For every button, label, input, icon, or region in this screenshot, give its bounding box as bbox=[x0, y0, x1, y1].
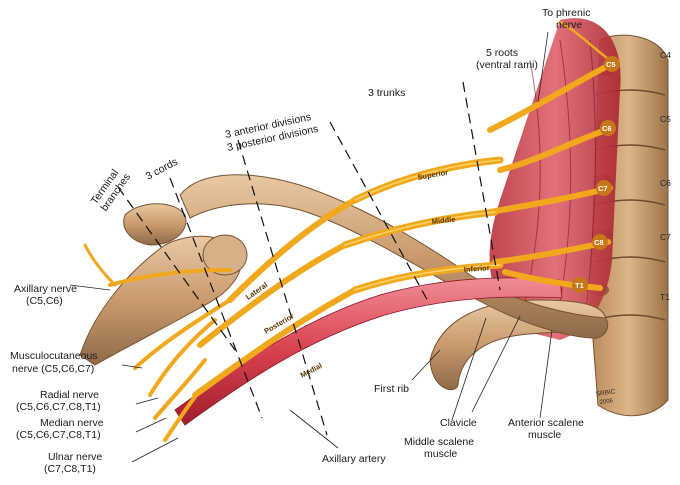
median-nerve-label-line2: (C5,C6,C7,C8,T1) bbox=[16, 429, 101, 441]
anterior-scalene-label-line1: Anterior scalene bbox=[508, 417, 584, 429]
brachial-plexus-nerves bbox=[83, 20, 618, 442]
radial-nerve-label-line2: (C5,C6,C7,C8,T1) bbox=[16, 401, 101, 413]
ulnar-nerve-label-line2: (C7,C8,T1) bbox=[44, 463, 96, 475]
root-t1-label: T1 bbox=[575, 281, 584, 290]
artist-signature-name: SRBIC bbox=[595, 388, 616, 398]
root-tags bbox=[572, 56, 620, 293]
musculocutaneous-label-line1: Musculocutaneous bbox=[10, 350, 98, 362]
leader-lines bbox=[69, 31, 553, 463]
median-nerve-label-line1: Median nerve bbox=[40, 417, 104, 429]
root-c7-label: C7 bbox=[598, 184, 608, 193]
inferior-trunk-label: Inferior bbox=[464, 263, 490, 274]
middle-trunk-label: Middle bbox=[431, 215, 456, 226]
anterior-scalene-label-line2: muscle bbox=[528, 429, 561, 441]
vertebra-c5-label: C5 bbox=[660, 114, 671, 124]
roots-label-line2: (ventral rami) bbox=[476, 59, 538, 71]
axillary-nerve-label-line1: Axillary nerve bbox=[14, 283, 77, 295]
terminal-branches-label: Terminal branches bbox=[89, 167, 133, 213]
trunks-label: 3 trunks bbox=[368, 87, 405, 99]
medial-cord-label: Medial bbox=[299, 361, 324, 380]
cords-label: 3 cords bbox=[144, 156, 180, 183]
vertebra-c4-label: C4 bbox=[660, 50, 671, 60]
root-c8-label: C8 bbox=[594, 238, 604, 247]
vertebra-c6-label: C6 bbox=[660, 178, 671, 188]
artist-signature-year: 2006 bbox=[599, 398, 614, 406]
division-lines bbox=[117, 81, 501, 436]
musculocutaneous-label-line2: nerve (C5,C6,C7) bbox=[12, 363, 94, 375]
root-c5-label: C5 bbox=[606, 60, 616, 69]
axillary-nerve-label-line2: (C5,C6) bbox=[26, 295, 63, 307]
roots-label-line1: 5 roots bbox=[486, 47, 518, 59]
clavicle-label: Clavicle bbox=[440, 417, 477, 429]
first-rib-label: First rib bbox=[374, 383, 409, 395]
radial-nerve-label-line1: Radial nerve bbox=[40, 389, 99, 401]
superior-trunk-label: Superior bbox=[417, 168, 449, 182]
middle-scalene-label-line2: muscle bbox=[424, 448, 457, 460]
phrenic-label-line1: To phrenic bbox=[542, 7, 590, 19]
phrenic-label-line2: nerve bbox=[556, 19, 582, 31]
vertebra-c7-label: C7 bbox=[660, 232, 671, 242]
anatomy-illustration bbox=[79, 18, 669, 442]
ulnar-nerve-label-line1: Ulnar nerve bbox=[48, 451, 102, 463]
vertebra-t1-label: T1 bbox=[660, 292, 670, 302]
axillary-artery-shape bbox=[174, 277, 563, 426]
axillary-artery-label: Axillary artery bbox=[322, 453, 386, 465]
middle-scalene-label-line1: Middle scalene bbox=[404, 436, 474, 448]
root-c6-label: C6 bbox=[602, 124, 612, 133]
posterior-cord-label: Posterior bbox=[263, 311, 296, 335]
